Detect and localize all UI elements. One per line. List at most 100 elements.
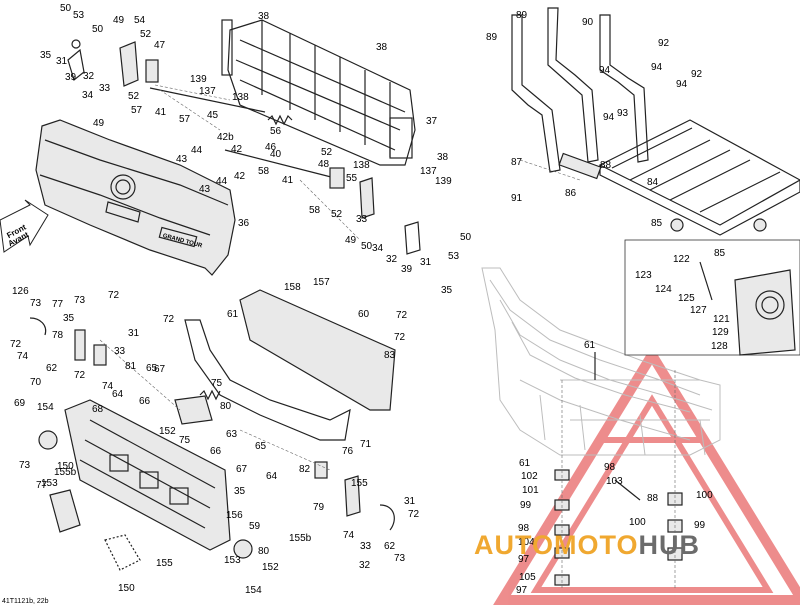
part-callout: 87: [511, 157, 523, 168]
rear-panel-59: [64, 399, 231, 551]
part-callout: 69: [14, 398, 26, 409]
part-callout: 155b: [54, 467, 77, 478]
part-callout: 35: [234, 486, 246, 497]
part-callout: 73: [19, 460, 31, 471]
part-callout: 99: [520, 500, 532, 511]
guide-lines: [99, 84, 676, 590]
part-callout: 74: [17, 351, 29, 362]
part-callout: 43: [199, 184, 211, 195]
part-callout: 86: [565, 188, 577, 199]
rack-rails: [511, 7, 649, 173]
part-callout: 94: [676, 79, 688, 90]
part-callout: 93: [617, 108, 629, 119]
part-callout: 70: [30, 377, 42, 388]
part-callout: 97: [516, 585, 528, 596]
part-callout: 50: [361, 241, 373, 252]
part-callout: 62: [46, 363, 58, 374]
part-callout: 33: [99, 83, 111, 94]
spring-56: [267, 114, 293, 126]
part-callout: 32: [386, 254, 398, 265]
part-callout: 68: [92, 404, 104, 415]
part-callout: 79: [313, 502, 325, 513]
part-callout: 31: [128, 328, 140, 339]
part-callout: 97: [518, 554, 530, 565]
part-callout: 31: [404, 496, 416, 507]
part-callout: 74: [343, 530, 355, 541]
part-callout: 85: [651, 218, 663, 229]
part-callout: 48: [318, 159, 330, 170]
part-callout: 66: [139, 396, 151, 407]
watermark-triangle: [493, 345, 800, 605]
part-callout: 152: [159, 426, 176, 437]
part-callout: 49: [93, 118, 105, 129]
part-callout: 98: [518, 523, 530, 534]
part-callout: 53: [448, 251, 460, 262]
part-callout: 138: [353, 160, 370, 171]
part-callout: 63: [226, 429, 238, 440]
part-callout: 54: [134, 15, 146, 26]
part-callout: 33: [114, 346, 126, 357]
latch-upper-left: [67, 39, 159, 87]
watermark-logo: AUTOMOTOHUB: [474, 530, 700, 561]
part-callout: 83: [384, 350, 396, 361]
part-callout: 98: [604, 462, 616, 473]
part-callout: 76: [342, 446, 354, 457]
bracket-156: [49, 489, 81, 533]
part-callout: 99: [694, 520, 706, 531]
part-callout: 150: [118, 583, 135, 594]
cover-60: [239, 289, 396, 411]
part-callout: 121: [713, 314, 730, 325]
part-callout: 152: [262, 562, 279, 573]
part-callout: 34: [82, 90, 94, 101]
part-callout: 138: [232, 92, 249, 103]
part-callout: 90: [582, 17, 594, 28]
part-callout: 49: [345, 235, 357, 246]
part-callout: 84: [647, 177, 659, 188]
part-callout: 42: [234, 171, 246, 182]
part-callout: 85: [714, 248, 726, 259]
part-callout: 44: [216, 176, 228, 187]
part-callout: 73: [30, 298, 42, 309]
part-callout: 40: [270, 149, 282, 160]
part-callout: 72: [408, 509, 420, 520]
part-callout: 37: [426, 116, 438, 127]
part-callout: 34: [372, 243, 384, 254]
part-callout: 65: [146, 363, 158, 374]
part-callout: 72: [396, 310, 408, 321]
rod-41-upper: [149, 87, 266, 113]
part-callout: 38: [376, 42, 388, 53]
part-callout: 73: [74, 295, 86, 306]
part-callout: 74: [102, 381, 114, 392]
part-callout: 33: [356, 214, 368, 225]
part-callout: 61: [519, 458, 531, 469]
part-callout: 94: [603, 112, 615, 123]
watermark-moto: MOTO: [554, 530, 639, 560]
part-callout: 126: [12, 286, 29, 297]
part-callout: 123: [635, 270, 652, 281]
bracket-158: [104, 534, 141, 571]
part-callout: 52: [140, 29, 152, 40]
seal-83: [184, 319, 351, 441]
part-callout: 53: [73, 10, 85, 21]
part-callout: 55: [346, 173, 358, 184]
part-callout: 80: [220, 401, 232, 412]
part-callout: 72: [108, 290, 120, 301]
part-callout: 154: [245, 585, 262, 596]
part-callout: 137: [420, 166, 437, 177]
watermark-auto: AUTO: [474, 530, 555, 560]
latch-69: [174, 395, 213, 425]
part-callout: 36: [238, 218, 250, 229]
part-callout: 88: [647, 493, 659, 504]
part-callout: 43: [176, 154, 188, 165]
part-callout: 31: [56, 56, 68, 67]
part-callout: 57: [131, 105, 143, 116]
part-callout: 44: [191, 145, 203, 156]
part-callout: 105: [519, 572, 536, 583]
part-callout: 57: [179, 114, 191, 125]
part-callout: 104: [518, 537, 535, 548]
reflector-150-left: [38, 430, 58, 450]
part-callout: 77: [52, 299, 64, 310]
part-callout: 139: [435, 176, 452, 187]
part-callout: 128: [711, 341, 728, 352]
